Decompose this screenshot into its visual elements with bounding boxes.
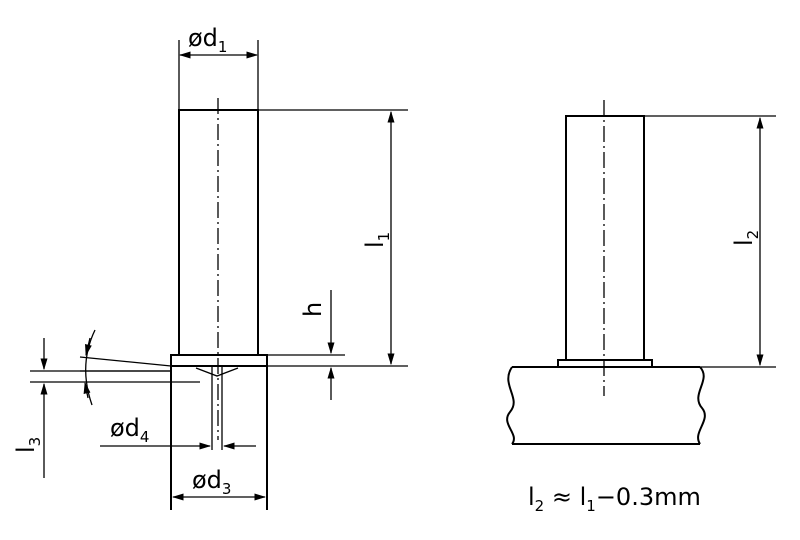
label-l1: l1: [361, 232, 393, 248]
stud-body-right: [565, 115, 645, 361]
angle-arrow: [83, 381, 91, 399]
weld-tip-cone: [195, 367, 239, 377]
right-view: l2 l2 ≈ l1−0.3mm: [506, 100, 776, 515]
angle-line: [79, 356, 172, 367]
label-d4: ød4: [110, 414, 149, 446]
label-d3: ød3: [192, 466, 231, 498]
label-l3: l3: [12, 437, 44, 453]
formula-l2-approx: l2 ≈ l1−0.3mm: [528, 483, 701, 515]
break-line-right: [697, 366, 706, 445]
angle-arc: [85, 329, 96, 406]
weld-collar-left: [170, 354, 268, 367]
break-line-left: [506, 366, 515, 445]
left-view: ød1 l1 h l3 ød4: [12, 24, 408, 510]
label-l2: l2: [730, 230, 762, 246]
label-d1: ød1: [188, 24, 227, 56]
angle-arrow: [84, 337, 92, 357]
label-h: h: [299, 302, 327, 317]
weld-collar-right: [557, 359, 653, 368]
